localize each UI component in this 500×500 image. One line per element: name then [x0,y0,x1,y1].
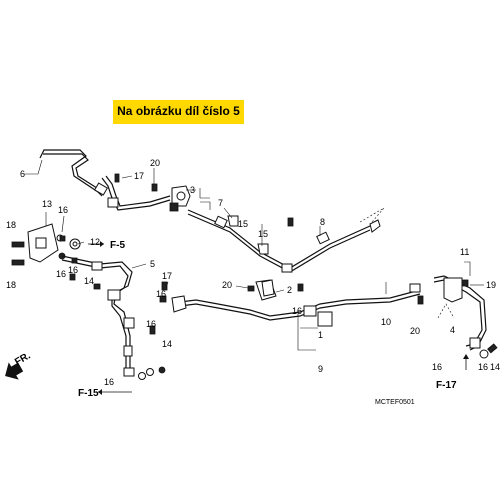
callout-16-d: 16 [156,289,166,299]
callout-14-c: 14 [490,362,500,372]
callout-4: 4 [450,325,455,335]
callout-8: 8 [320,217,325,227]
callout-2: 2 [287,285,292,295]
brake-hose-5 [61,255,154,380]
callout-17: 17 [134,171,144,181]
callout-17-b: 17 [162,271,172,281]
callout-16-f: 16 [104,377,114,387]
callout-15-b: 15 [258,229,268,239]
fasteners [59,173,469,374]
left-joint-assembly [11,223,81,266]
leader-lines [24,159,484,351]
callout-18-b: 18 [6,280,16,290]
callout-1: 1 [318,330,323,340]
callout-19: 19 [486,280,496,290]
brake-hose-4 [433,275,498,359]
reference-arrows [5,241,469,395]
callout-3: 3 [190,185,195,195]
callout-5: 5 [150,259,155,269]
callout-16-b: 16 [56,269,66,279]
callout-11: 11 [460,247,469,257]
callouts: 6 17 20 3 7 15 15 8 13 16 18 18 12 F-5 1… [6,158,500,406]
callout-6: 6 [20,169,25,179]
callout-16-h: 16 [432,362,442,372]
callout-20: 20 [150,158,160,168]
callout-12: 12 [90,237,100,247]
callout-20-c: 20 [410,326,420,336]
callout-14-b: 14 [162,339,172,349]
callout-7: 7 [218,198,223,208]
brake-hose-upper [101,175,191,212]
callout-16-i: 16 [478,362,488,372]
brake-pipe-6 [39,149,109,197]
callout-9: 9 [318,364,323,374]
callout-15: 15 [238,219,248,229]
callout-16-c: 16 [68,265,78,275]
callout-13: 13 [42,199,52,209]
ref-f15: F-15 [78,388,99,399]
banner-text: Na obrázku díl číslo 5 [117,104,240,118]
ref-f17: F-17 [436,380,457,391]
ref-fr: FR. [13,350,33,368]
diagram-code: MCTEF0501 [375,399,415,406]
callout-16-e: 16 [146,319,156,329]
callout-14: 14 [84,276,94,286]
callout-10: 10 [381,317,391,327]
callout-20-b: 20 [222,280,232,290]
part-number-banner: Na obrázku díl číslo 5 [113,100,244,124]
callout-16-g: 16 [292,306,302,316]
ref-f5: F-5 [110,240,125,251]
callout-18: 18 [6,220,16,230]
brake-hose-8 [187,207,385,273]
callout-16: 16 [58,205,68,215]
